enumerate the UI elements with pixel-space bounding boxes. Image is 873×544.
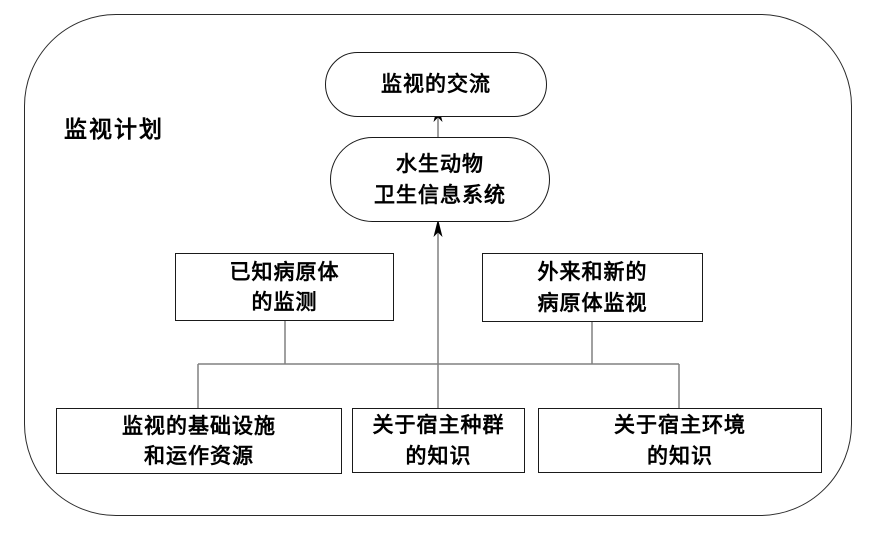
node-host-environment: 关于宿主环境 的知识 xyxy=(538,408,822,473)
node-communication-label: 监视的交流 xyxy=(381,71,491,97)
node-host-population-label: 关于宿主种群 的知识 xyxy=(372,412,505,468)
node-infrastructure-label: 监视的基础设施 和运作资源 xyxy=(122,412,276,468)
node-infrastructure: 监视的基础设施 和运作资源 xyxy=(56,408,342,474)
node-info-system: 水生动物 卫生信息系统 xyxy=(330,137,550,222)
node-known-pathogens: 已知病原体 的监测 xyxy=(175,253,394,321)
container-label: 监视计划 xyxy=(64,116,164,143)
node-exotic-pathogens: 外来和新的 病原体监视 xyxy=(482,253,703,322)
node-communication: 监视的交流 xyxy=(325,52,547,117)
node-host-population: 关于宿主种群 的知识 xyxy=(352,408,525,473)
node-known-pathogens-label: 已知病原体 的监测 xyxy=(229,258,340,314)
node-host-environment-label: 关于宿主环境 的知识 xyxy=(614,412,746,468)
node-info-system-label: 水生动物 卫生信息系统 xyxy=(374,151,506,207)
node-exotic-pathogens-label: 外来和新的 病原体监视 xyxy=(537,259,648,315)
